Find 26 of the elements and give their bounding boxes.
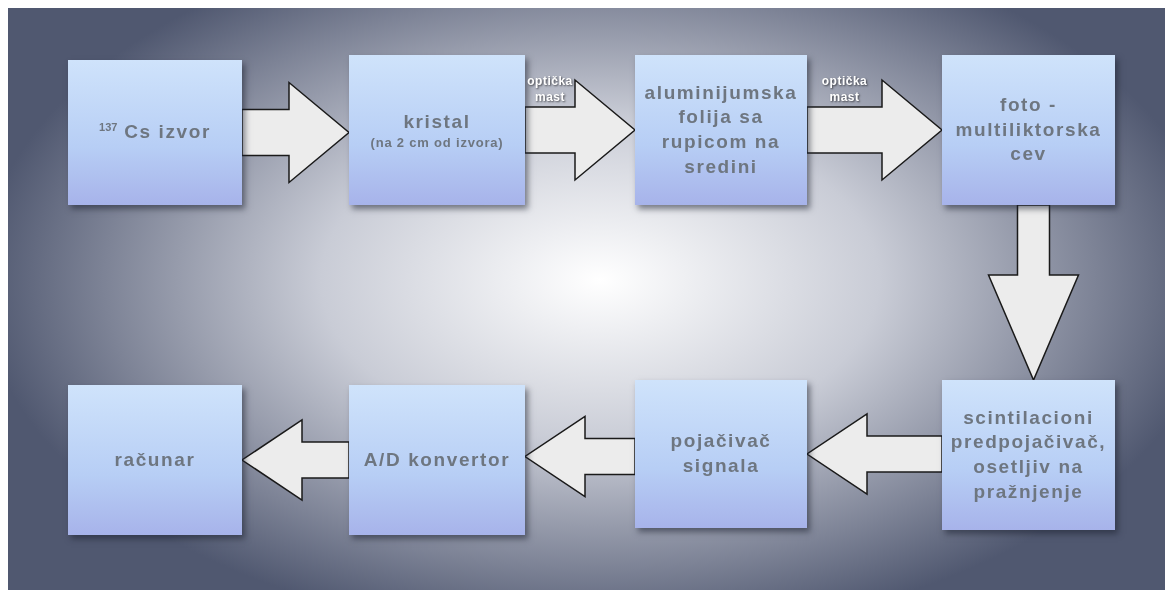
process-box xyxy=(635,380,807,528)
process-box xyxy=(635,55,807,205)
process-box xyxy=(68,60,242,205)
box-title: računar xyxy=(114,447,196,472)
box-title: $^{137}$ Cs izvor xyxy=(99,120,211,145)
box-note: (na 2 cm od izvora) xyxy=(370,134,504,150)
block-arrow xyxy=(524,78,637,182)
box-title: scintilacioni predpojačivač, osetljiv na pražnjenje xyxy=(949,405,1108,504)
block-arrow xyxy=(240,418,350,502)
block-arrow xyxy=(805,412,943,496)
box-title: pojačivač signala xyxy=(669,429,773,478)
edge-label: optička mast xyxy=(527,73,573,106)
process-box xyxy=(349,385,525,535)
box-title: kristal xyxy=(403,110,471,135)
process-box xyxy=(942,55,1115,205)
block-arrow xyxy=(241,80,351,185)
block-arrow xyxy=(987,204,1080,382)
edge-label: optička mast xyxy=(821,73,868,106)
box-title: foto - multiliktorska cev xyxy=(954,92,1103,167)
process-box xyxy=(349,55,525,205)
box-title: A/D konvertor xyxy=(363,447,511,472)
block-arrow xyxy=(806,78,944,182)
process-box xyxy=(942,380,1115,530)
box-title: aluminijumska folija sa rupicom na sredini xyxy=(643,80,799,179)
block-arrow xyxy=(523,415,636,498)
process-box xyxy=(68,385,242,535)
